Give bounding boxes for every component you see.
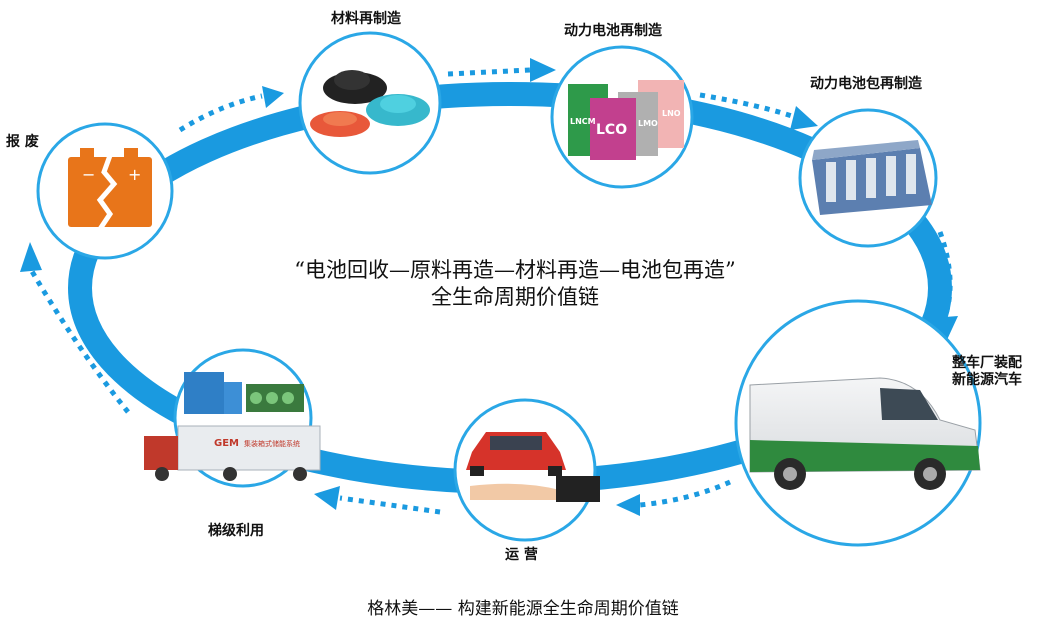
cell-label-lno: LNO <box>662 109 681 118</box>
label-cascade-utilization: 梯级利用 <box>208 523 264 539</box>
dotted-arrow-operation-to-cascade <box>339 495 441 515</box>
cell-label-lco: LCO <box>596 122 627 138</box>
label-operation: 运 营 <box>505 547 538 563</box>
arrowhead-6 <box>314 486 340 510</box>
label-pack-remanufacture: 动力电池包再制造 <box>810 76 922 92</box>
dotted-arrow-vehicle-to-operation <box>639 479 732 508</box>
dotted-arrow-pack-to-vehicle <box>937 231 953 321</box>
arrowhead-3 <box>790 106 818 130</box>
label-battery-remanufacture: 动力电池再制造 <box>564 23 662 39</box>
dotted-arrow-scrap-to-material <box>178 93 263 133</box>
label-scrap: 报 废 <box>6 134 39 150</box>
truck-caption: 集装箱式储能系统 <box>244 439 300 448</box>
material-powder-icon <box>310 70 430 137</box>
electric-van-icon <box>749 377 981 490</box>
arrowhead-2 <box>530 58 556 82</box>
center-title-line1: “电池回收—原料再造—材料再造—电池包再造” <box>294 258 736 282</box>
center-title: “电池回收—原料再造—材料再造—电池包再造” 全生命周期价值链 <box>205 257 825 311</box>
dotted-arrow-material-to-battery <box>447 67 531 77</box>
cascade-utilization-icon: GEM 集装箱式储能系统 <box>144 372 321 481</box>
dotted-arrow-battery-to-pack <box>699 92 799 121</box>
broken-battery-icon: − + <box>68 148 152 234</box>
arrowhead-4 <box>932 316 958 342</box>
arrowhead-7 <box>20 242 42 272</box>
car-in-hand-icon <box>466 432 600 502</box>
label-new-energy-vehicle: 新能源汽车 <box>952 372 1022 388</box>
battery-pack-icon <box>812 140 932 215</box>
label-vehicle-assembly: 整车厂装配 <box>952 355 1022 371</box>
cell-label-lmo: LMO <box>638 119 658 128</box>
cell-label-lncm: LNCM <box>570 117 596 126</box>
label-material-remanufacture: 材料再制造 <box>331 11 401 27</box>
truck-brand: GEM <box>214 438 239 449</box>
arrowhead-5 <box>616 494 640 516</box>
svg-text:−: − <box>82 165 95 184</box>
svg-text:+: + <box>128 165 141 184</box>
battery-cells-icon: LNCM LCO LMO LNO <box>568 80 684 160</box>
center-title-line2: 全生命周期价值链 <box>431 285 599 309</box>
arrowhead-1 <box>262 86 284 108</box>
figure-caption: 格林美—— 构建新能源全生命周期价值链 <box>367 599 679 619</box>
